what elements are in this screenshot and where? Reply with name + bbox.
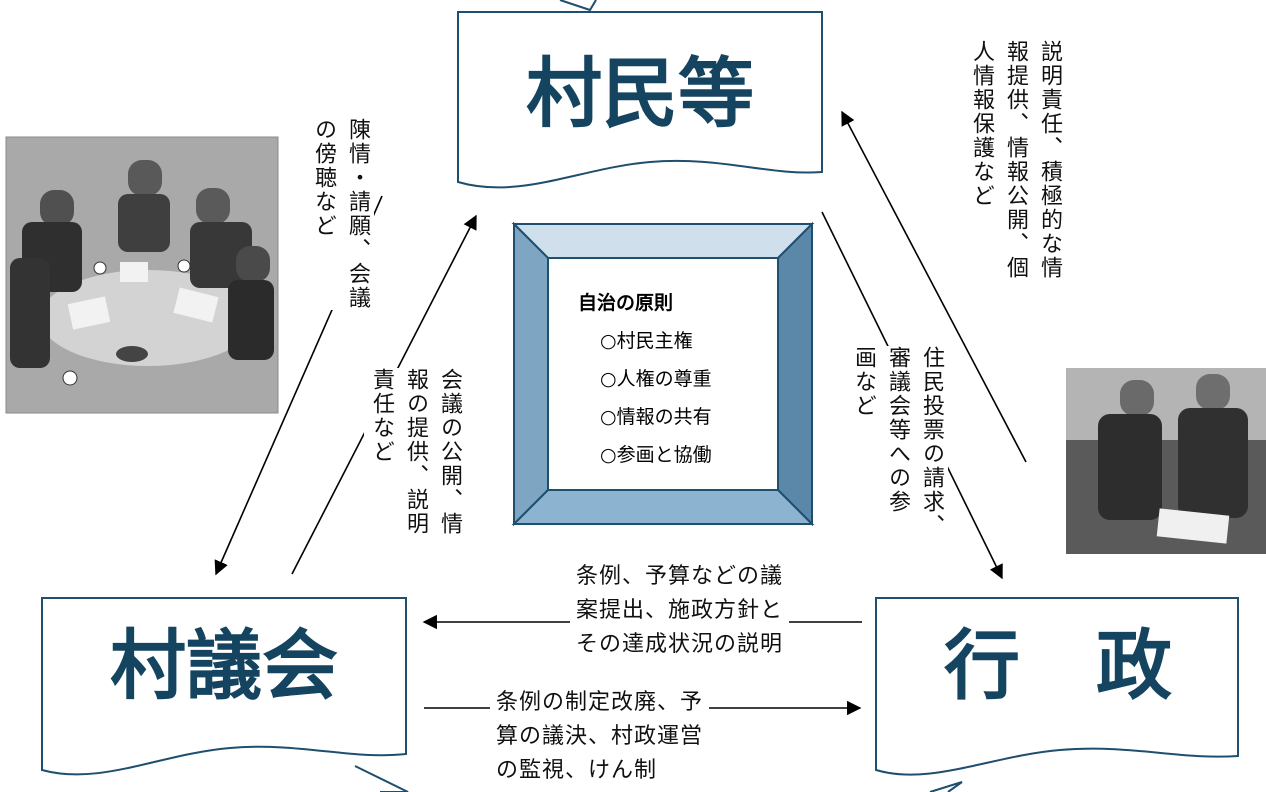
arrow-administration-to-villagers <box>841 110 1027 463</box>
relation-line: の監視、けん制 <box>496 758 658 783</box>
assembly-frame <box>41 597 407 776</box>
assembly-callout-tail <box>354 765 409 792</box>
relation-line: の傍聴など <box>311 118 336 238</box>
administration-callout-tail <box>929 781 963 792</box>
relation-line: 報提供、情報公開、個 <box>1003 40 1028 280</box>
relation-line: 説明責任、積極的な情 <box>1037 40 1062 280</box>
principle-item: ○村民主権 <box>600 330 693 352</box>
administration-frame <box>875 597 1239 776</box>
administration-title: 行 政 <box>944 621 1172 710</box>
relation-line: 会議の公開、情 <box>437 368 462 536</box>
principles-list: 自治の原則 ○村民主権 ○人権の尊重 ○情報の共有 ○参画と協働 <box>578 284 712 474</box>
relation-line: 審議会等への参 <box>885 346 910 514</box>
principle-item: ○情報の共有 <box>600 406 712 428</box>
relation-line: 責任など <box>369 368 394 464</box>
meeting-illustration-icon <box>5 136 279 414</box>
relation-line: 条例の制定改廃、予 <box>496 690 704 715</box>
relation-line: 算の議決、村政運営 <box>496 724 704 749</box>
handshake-illustration-icon <box>1066 368 1266 554</box>
relation-line: 画など <box>851 346 876 418</box>
villagers-frame <box>457 11 823 189</box>
relation-line: 住民投票の請求、 <box>919 346 944 538</box>
principles-heading: 自治の原則 <box>578 292 674 314</box>
relation-line: 報の提供、説明 <box>403 368 428 536</box>
relation-line: その達成状況の説明 <box>576 632 784 657</box>
villagers-callout-tail <box>559 0 597 12</box>
principle-item: ○参画と協働 <box>600 444 712 466</box>
relation-line: 陳情・請願、会議 <box>345 118 370 310</box>
principle-item: ○人権の尊重 <box>600 368 712 390</box>
relation-villagers-to-administration: 住民投票の請求、 審議会等への参 画など <box>846 346 948 538</box>
relation-line: 人情報保護など <box>969 40 994 208</box>
relation-assembly-to-villagers: 会議の公開、情 報の提供、説明 責任など <box>364 368 466 536</box>
relation-assembly-to-administration: 条例の制定改廃、予 算の議決、村政運営 の監視、けん制 <box>490 686 710 788</box>
relation-administration-to-assembly: 条例、予算などの議 案提出、施政方針と その達成状況の説明 <box>570 560 790 662</box>
assembly-title: 村議会 <box>110 621 338 710</box>
relation-administration-to-villagers: 説明責任、積極的な情 報提供、情報公開、個 人情報保護など <box>964 40 1066 280</box>
principles-box <box>511 221 815 527</box>
relation-line: 条例、予算などの議 <box>576 564 784 589</box>
relation-villagers-to-assembly: 陳情・請願、会議 の傍聴など <box>306 118 374 310</box>
villagers-title: 村民等 <box>526 49 754 138</box>
relation-line: 案提出、施政方針と <box>576 598 784 623</box>
